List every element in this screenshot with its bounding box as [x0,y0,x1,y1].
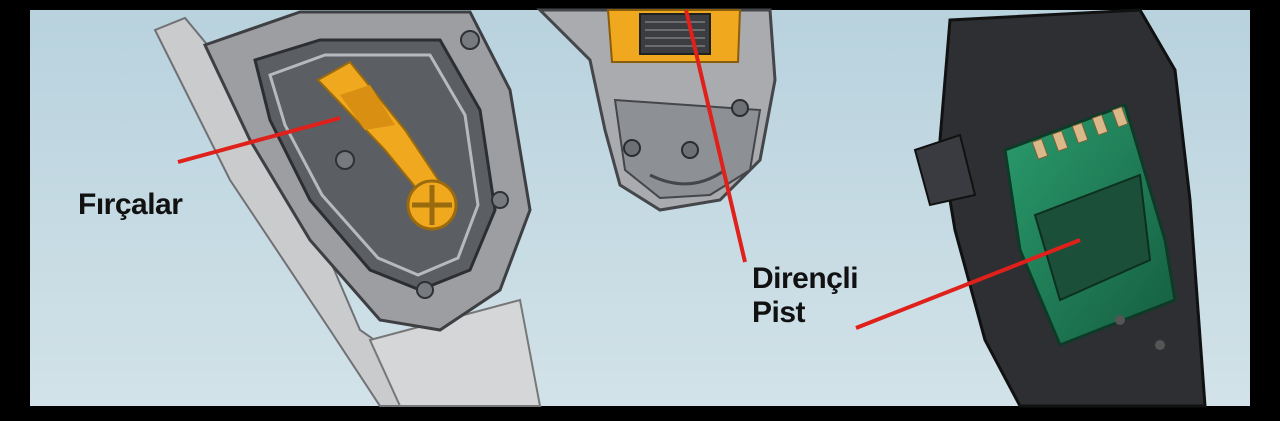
label-brushes: Fırçalar [78,188,182,222]
label-resistive-track: Dirençli Pist [752,262,858,330]
label-track-line1: Dirençli [752,262,858,296]
label-track-line2: Pist [752,296,858,330]
